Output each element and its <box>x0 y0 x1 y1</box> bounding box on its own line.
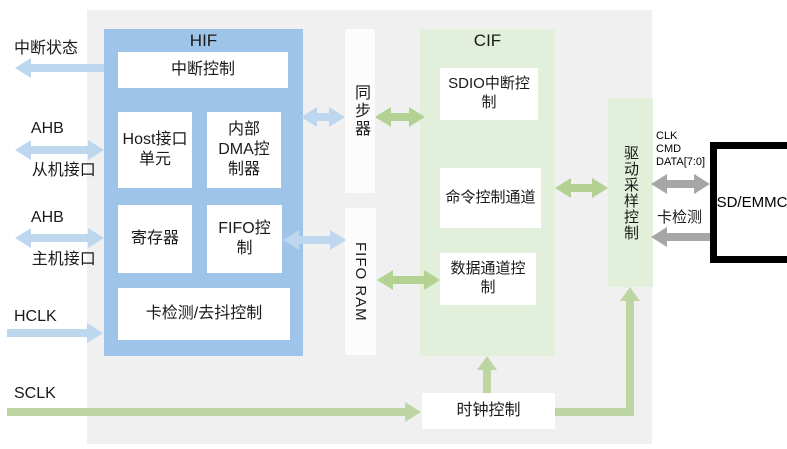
arrow-head-left <box>651 174 667 194</box>
command-control-channel-box: 命令控制通道 <box>440 168 541 228</box>
ahb-slave-arrow <box>15 140 104 160</box>
cmd-label: CMD <box>656 143 682 155</box>
arrow-head-right <box>330 230 346 250</box>
ahb-master-line2: 主机接口 <box>31 251 96 268</box>
host-interface-unit-box: Host接口单元 <box>118 112 192 188</box>
synchronizer-cif-arrow <box>375 107 425 127</box>
arrow-shaft <box>317 113 329 121</box>
fifo-control-box: FIFO控制 <box>207 205 282 273</box>
ahb-master-line1: AHB <box>30 209 64 226</box>
sdio-interrupt-control-box: SDIO中断控制 <box>440 68 538 120</box>
clock-to-cif-arrow <box>477 356 497 393</box>
arrow-head-left <box>651 227 667 247</box>
hif-title: HIF <box>189 31 218 50</box>
arrow-head-right <box>409 107 425 127</box>
drive-sample-control-block: 驱动采样控制 <box>608 98 653 287</box>
arrow-shaft <box>299 236 330 244</box>
arrow-shaft <box>31 146 88 154</box>
sclk-arrow <box>7 402 421 422</box>
ahb-slave-label: AHB 从机接口 <box>14 97 96 202</box>
clk-label: CLK <box>656 130 678 142</box>
clock-control-box: 时钟控制 <box>422 393 555 429</box>
arrow-head-right <box>405 402 421 422</box>
arrow-head-left <box>377 270 393 290</box>
arrow-head-right <box>87 323 103 343</box>
arrow-shaft <box>31 64 104 72</box>
arrow-shaft <box>7 408 405 416</box>
card-detect-debounce-box: 卡检测/去抖控制 <box>118 288 290 340</box>
hif-synchronizer-arrow <box>301 107 345 127</box>
card-detect-label: 卡检测 <box>657 209 703 226</box>
arrow-head-left <box>301 107 317 127</box>
cmdchannel-drive-arrow <box>555 178 608 198</box>
arrow-head-right <box>88 228 104 248</box>
arrow-head-up <box>477 356 497 370</box>
arrow-shaft <box>483 370 491 393</box>
ahb-slave-line2: 从机接口 <box>31 162 96 179</box>
arrow-head-right <box>424 270 440 290</box>
arrow-shaft <box>391 113 409 121</box>
arrow-shaft <box>571 184 592 192</box>
clock-to-drive-arrow-head <box>620 287 640 301</box>
interrupt-control-box: 中断控制 <box>118 52 288 88</box>
arrow-head-left <box>283 230 299 250</box>
arrow-shaft <box>667 180 694 188</box>
arrow-shaft <box>31 234 88 242</box>
sd-emmc-block: SD/EMMC <box>710 142 787 263</box>
internal-dma-controller-box: 内部DMA控制器 <box>207 112 281 188</box>
arrow-head-left <box>555 178 571 198</box>
fifo-ram-label: FIFO RAM <box>352 241 369 322</box>
arrow-head-right <box>694 174 710 194</box>
cif-title: CIF <box>473 31 502 50</box>
fiforam-datachannel-arrow <box>377 270 440 290</box>
arrow-head-left <box>15 228 31 248</box>
hclk-label: HCLK <box>14 308 57 325</box>
synchronizer-box: 同步器 <box>345 29 375 193</box>
sd-emmc-label: SD/EMMC <box>716 194 787 211</box>
arrow-head-right <box>329 107 345 127</box>
sclk-label: SCLK <box>14 385 56 402</box>
registers-box: 寄存器 <box>118 205 192 273</box>
synchronizer-label: 同步器 <box>352 84 369 138</box>
clock-route-vertical-segment <box>626 300 634 416</box>
ahb-master-label: AHB 主机接口 <box>14 186 96 291</box>
hclk-arrow <box>7 323 103 343</box>
arrow-shaft <box>7 329 87 337</box>
ahb-slave-line1: AHB <box>30 120 64 137</box>
interrupt-status-arrow <box>15 58 104 78</box>
drive-sample-control-label: 驱动采样控制 <box>622 144 639 241</box>
arrow-shaft <box>667 233 710 241</box>
bus-signal-labels: CLK CMD DATA[7:0] <box>656 130 705 169</box>
fifo-ram-box: FIFO RAM <box>345 208 376 355</box>
data-label: DATA[7:0] <box>656 156 706 168</box>
card-detect-arrow <box>651 227 710 247</box>
data-channel-control-box: 数据通道控制 <box>440 253 536 305</box>
clock-route-horizontal-segment <box>555 408 634 416</box>
arrow-head-right <box>592 178 608 198</box>
arrow-head-left <box>15 140 31 160</box>
fifoctl-fiforam-arrow <box>283 230 346 250</box>
interrupt-status-label: 中断状态 <box>14 40 79 57</box>
arrow-head-right <box>88 140 104 160</box>
clk-cmd-data-bus-arrow <box>651 174 710 194</box>
ahb-master-arrow <box>15 228 104 248</box>
arrow-shaft <box>393 276 424 284</box>
arrow-head-left <box>375 107 391 127</box>
arrow-head-left <box>15 58 31 78</box>
